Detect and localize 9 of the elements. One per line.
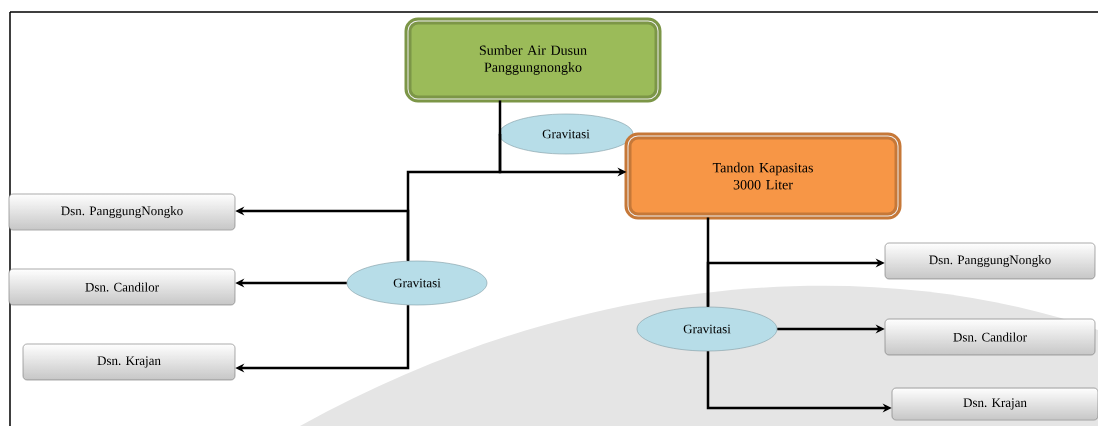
source-box: Sumber Air Dusun Panggungnongko (404, 17, 662, 103)
village-box: Dsn. PanggungNongko (884, 242, 1096, 280)
village-box: Dsn. Krajan (22, 343, 236, 381)
village-box: Dsn. Candilor (8, 268, 236, 306)
connector-line (498, 100, 502, 134)
village-box: Dsn. PanggungNongko (8, 193, 236, 231)
village-box: Dsn. Krajan (891, 387, 1098, 421)
tank-box: Tandon Kapasitas 3000 Liter (624, 132, 902, 220)
village-box: Dsn. Candilor (884, 318, 1096, 356)
